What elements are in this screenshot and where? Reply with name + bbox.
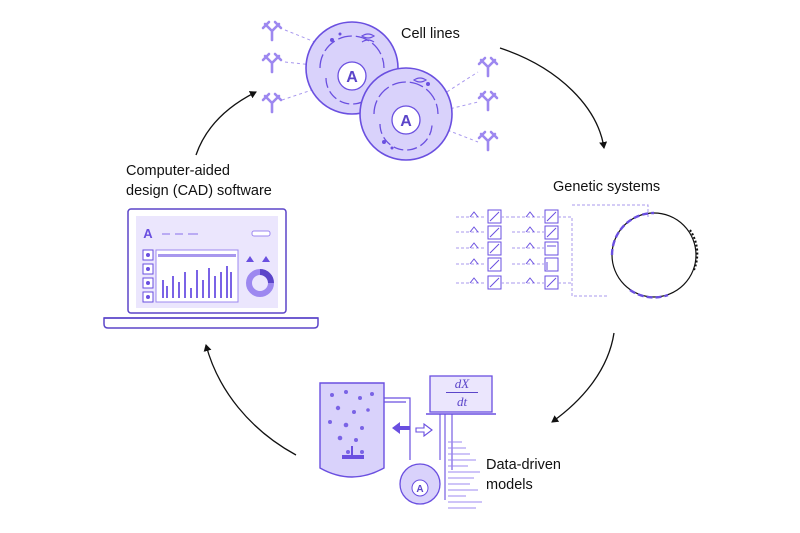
- cell-lines-label: Cell lines: [401, 26, 460, 42]
- laptop-icon: A: [103, 208, 319, 329]
- bioreactor-icon: A: [319, 375, 496, 509]
- antibody-icon: [477, 56, 499, 78]
- plasmid-icon: [610, 211, 699, 299]
- logo-icon: A: [346, 69, 358, 86]
- genetic-systems-graphic: [456, 204, 699, 299]
- cycle-arrow-icon: [203, 344, 297, 456]
- data-label-line-1: Data-driven: [486, 457, 561, 473]
- antibody-icon: [261, 52, 283, 74]
- genetic-systems-label: Genetic systems: [553, 179, 661, 195]
- cell-icon: [359, 67, 453, 161]
- equation-numerator: dX: [446, 377, 478, 393]
- equation-denominator: dt: [456, 394, 468, 409]
- antibody-icon: [477, 130, 499, 152]
- antibody-icon: [261, 20, 283, 42]
- svg-text:A: A: [143, 226, 153, 241]
- cycle-arrow-icon: [195, 91, 257, 156]
- equation: dX dt: [432, 377, 492, 408]
- data-label-line-2: models: [486, 477, 533, 493]
- circuit-icon: [456, 204, 649, 297]
- svg-text:A: A: [416, 484, 423, 495]
- cell-lines-graphic: A A: [261, 20, 499, 161]
- cad-label-line-2: design (CAD) software: [126, 183, 272, 199]
- logo-icon: A: [400, 113, 412, 130]
- antibody-icon: [477, 90, 499, 112]
- antibody-icon: [261, 92, 283, 114]
- cycle-arrow-icon: [499, 47, 608, 149]
- data-driven-models-label: Data-driven models: [486, 455, 561, 495]
- cad-software-label: Computer-aided design (CAD) software: [126, 161, 272, 201]
- cycle-arrows: [195, 47, 615, 456]
- cycle-arrow-icon: [551, 332, 615, 423]
- cad-label-line-1: Computer-aided: [126, 163, 230, 179]
